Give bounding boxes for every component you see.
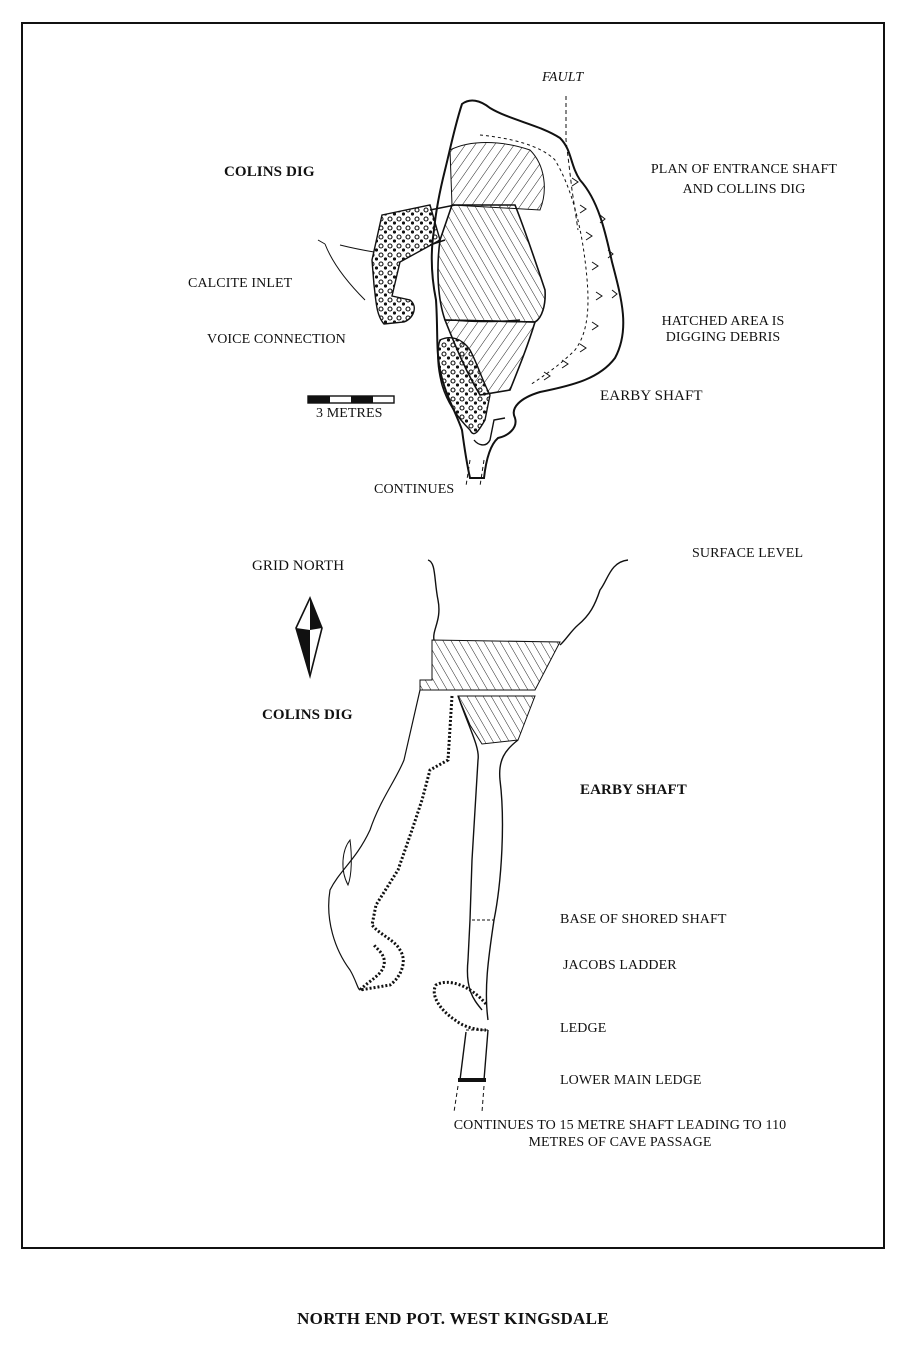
plan-inner-dashed	[479, 134, 589, 386]
section-lower-shaft	[459, 1029, 489, 1081]
section-debris-upper	[419, 639, 561, 691]
section-shaft-right-wall	[485, 739, 519, 1021]
plan-debris-main	[437, 204, 546, 323]
lower-main-ledge-label: LOWER MAIN LEDGE	[560, 1073, 702, 1088]
plan-title-line1: PLAN OF ENTRANCE SHAFT	[650, 162, 838, 177]
jacobs-ladder-label: JACOBS LADDER	[563, 958, 677, 973]
section-left-surface	[427, 559, 440, 641]
plan-title-line2: AND COLLINS DIG	[682, 182, 806, 197]
scale-label: 3 METRES	[316, 406, 383, 421]
plan-calcite-inlet	[317, 239, 375, 301]
section-right-surface	[559, 559, 629, 646]
plan-outline	[430, 99, 625, 479]
hatched-area-line1: HATCHED AREA IS	[661, 314, 785, 329]
plan-earby-shaft-label: EARBY SHAFT	[600, 388, 703, 404]
plan-fault-line	[565, 96, 579, 231]
section-earby-shaft-label: EARBY SHAFT	[580, 782, 687, 798]
scale-bar	[307, 395, 395, 404]
plan-debris-upper	[449, 142, 545, 211]
surface-level-label: SURFACE LEVEL	[692, 546, 804, 561]
hatched-area-line2: DIGGING DEBRIS	[665, 330, 781, 345]
ledge-label: LEDGE	[560, 1021, 607, 1036]
section-colins-dig-label: COLINS DIG	[262, 707, 353, 723]
plan-colins-dig-label: COLINS DIG	[224, 164, 315, 180]
continues-note-line1: CONTINUES TO 15 METRE SHAFT LEADING TO 1…	[453, 1118, 787, 1133]
section-jacobs-ladder-loop	[432, 980, 488, 1032]
voice-connection-label: VOICE CONNECTION	[207, 332, 346, 347]
plan-continues-label: CONTINUES	[374, 482, 455, 497]
plan-view	[307, 96, 625, 487]
section-shaft-left-wall	[457, 695, 483, 1011]
plan-continues-dash	[465, 459, 485, 487]
section-view	[328, 559, 629, 1113]
grid-north-label: GRID NORTH	[252, 558, 345, 574]
section-colins-dig-outline	[328, 689, 421, 991]
section-debris-lower	[457, 695, 536, 745]
base-of-shored-shaft-label: BASE OF SHORED SHAFT	[560, 912, 727, 927]
plan-continues-passage	[437, 337, 491, 435]
figure-title: NORTH END POT. WEST KINGSDALE	[297, 1309, 609, 1328]
fault-label: FAULT	[542, 70, 584, 85]
continues-note-line2: METRES OF CAVE PASSAGE	[528, 1135, 712, 1150]
calcite-inlet-label: CALCITE INLET	[188, 276, 293, 291]
section-colins-dig-pebbles	[355, 695, 454, 993]
north-arrow	[295, 595, 323, 680]
plan-slope-chevrons	[543, 177, 618, 381]
drawing-frame	[21, 22, 885, 1249]
plan-colins-dig-passage	[371, 204, 441, 325]
